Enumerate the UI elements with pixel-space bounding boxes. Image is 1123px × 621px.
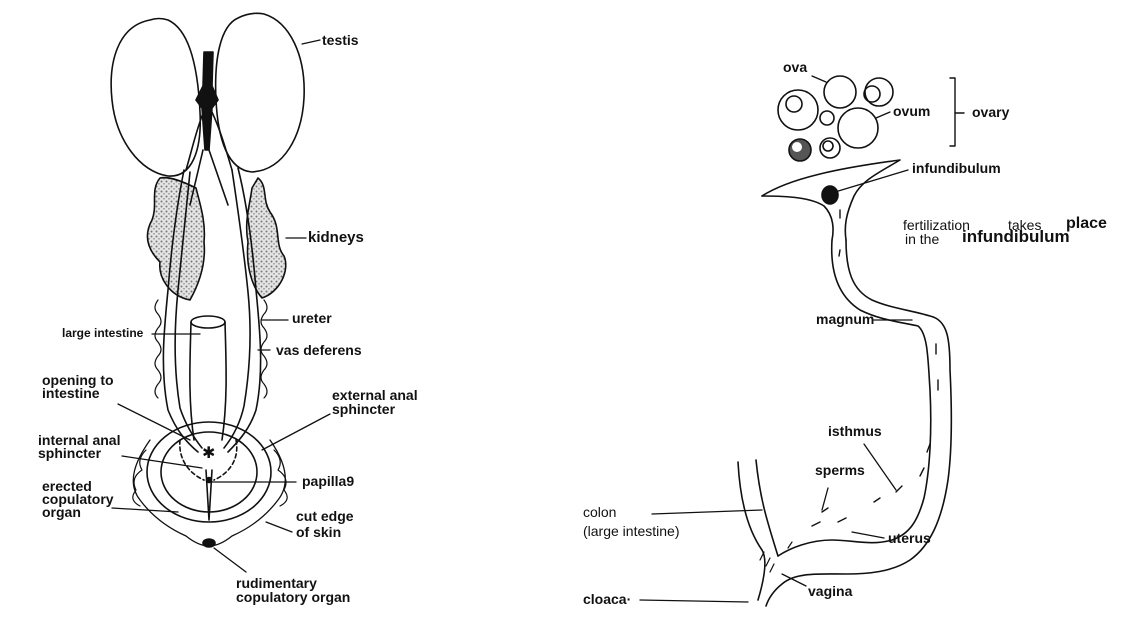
left-kidney-shape xyxy=(147,178,204,300)
rudimentary-organ-tip xyxy=(203,539,215,547)
male-reproductive-diagram: ✱ xyxy=(111,13,330,572)
female-leader-lines xyxy=(640,76,912,602)
label-erected-copulatory-organ: erected copulatory organ xyxy=(42,480,114,519)
label-colon: colon (large intestine) xyxy=(583,503,680,541)
label-external-anal-sphincter: external anal sphincter xyxy=(332,388,418,416)
ovary-bracket xyxy=(950,78,955,146)
label-ovum: ovum xyxy=(893,104,930,119)
right-kidney-shape xyxy=(247,178,286,298)
female-reproductive-diagram xyxy=(640,76,964,606)
label-large-intestine: large intestine xyxy=(62,326,143,341)
label-isthmus: isthmus xyxy=(828,424,882,439)
label-ovary: ovary xyxy=(972,105,1009,120)
label-testis: testis xyxy=(322,33,359,48)
large-intestine-top xyxy=(191,316,225,328)
label-ova: ova xyxy=(783,60,807,75)
label-vagina: vagina xyxy=(808,584,852,599)
label-fertilization-in-the: in the xyxy=(905,232,939,247)
label-ureter: ureter xyxy=(292,311,332,326)
outer-wavy-duct-right xyxy=(261,300,267,398)
label-internal-anal-sphincter: internal anal sphincter xyxy=(38,434,120,460)
label-cloaca: cloaca· xyxy=(583,592,631,607)
left-testis-shape xyxy=(111,19,200,177)
label-infundibulum: infundibulum xyxy=(912,161,1001,176)
outer-wavy-duct-left xyxy=(155,300,161,398)
label-kidneys: kidneys xyxy=(308,230,364,245)
label-sperms: sperms xyxy=(815,463,865,478)
label-rudimentary-copulatory-organ: rudimentary copulatory organ xyxy=(236,576,350,604)
papilla-dot xyxy=(207,478,212,483)
label-fertilization-infundibulum: infundibulum xyxy=(962,229,1070,244)
opening-asterisk: ✱ xyxy=(202,443,215,462)
infundibulum-funnel-lower xyxy=(762,196,833,240)
label-vas-deferens: vas deferens xyxy=(276,343,362,358)
sperm-direction-marks xyxy=(812,210,938,526)
infundibulum-ovum xyxy=(822,186,838,204)
right-testis-shape xyxy=(216,13,305,172)
label-fertilization-place: place xyxy=(1066,216,1107,231)
oviduct-inner-wall xyxy=(778,240,931,556)
label-uterus: uterus xyxy=(888,531,931,546)
label-papilla: papilla9 xyxy=(302,474,354,489)
label-magnum: magnum xyxy=(816,312,874,327)
colon-shape xyxy=(738,460,778,600)
label-opening-to-intestine: opening to intestine xyxy=(42,374,114,400)
label-cut-edge-of-skin: cut edge of skin xyxy=(296,508,354,540)
